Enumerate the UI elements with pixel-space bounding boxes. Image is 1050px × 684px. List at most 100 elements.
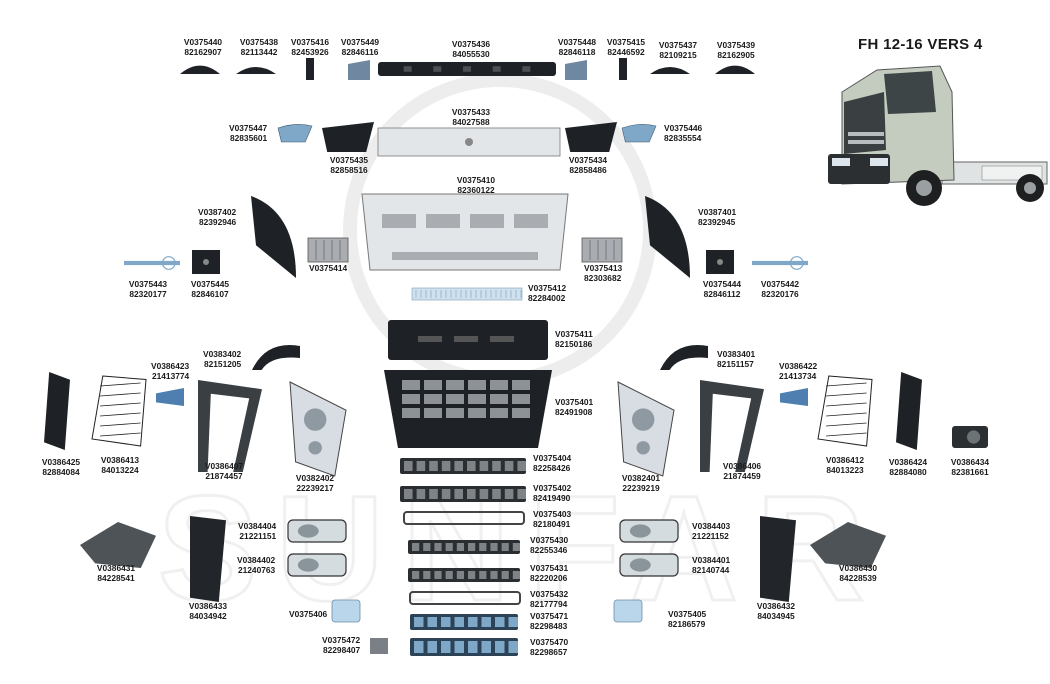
part-oem-number: 84228539 — [839, 572, 877, 583]
hinge-block-icon — [581, 237, 623, 263]
pillar-icon — [896, 372, 922, 450]
part-oem-number: 84228541 — [97, 572, 135, 583]
part-oem-number: 82446592 — [607, 46, 645, 57]
part-code: V0383402 — [203, 349, 242, 359]
part-code: V0386434 — [950, 457, 990, 467]
eyebrow-icon — [660, 345, 708, 370]
part-oem-number: 21240763 — [237, 564, 276, 575]
mount-bracket-icon — [810, 522, 886, 568]
fog-lamp-icon — [619, 519, 679, 543]
part-oem-number: 84034945 — [757, 610, 795, 621]
pillar-icon — [44, 372, 70, 450]
handle-icon — [715, 65, 755, 74]
part-code: V0375446 — [664, 123, 703, 133]
part-code: V0386406 — [722, 461, 762, 471]
diagram-title: FH 12-16 VERS 4 — [858, 36, 983, 53]
wind-deflector-icon — [251, 196, 296, 278]
part-code: V0375434 — [568, 155, 608, 165]
part-code: V0375401 — [555, 397, 594, 407]
part-oem-number: 82298657 — [530, 646, 568, 657]
part-code: V0386422 — [779, 361, 818, 371]
top-panel-icon — [377, 127, 561, 157]
part-oem-number: 82303682 — [584, 272, 622, 283]
part-code: V0386433 — [188, 601, 228, 611]
part-code: V0375406 — [289, 609, 328, 619]
part-oem-number: 82186579 — [668, 618, 706, 629]
part-code: V0375439 — [716, 40, 756, 50]
eyebrow-icon — [252, 345, 300, 370]
blue-grille-icon — [410, 614, 518, 630]
part-code: V0386407 — [204, 461, 244, 471]
part-oem-number: 82151157 — [717, 358, 754, 369]
mount-bracket-icon — [80, 522, 156, 568]
headlamp-icon — [617, 381, 675, 477]
part-oem-number: 82140744 — [692, 564, 730, 575]
part-code: V0375404 — [533, 453, 572, 463]
part-oem-number: 84027588 — [452, 116, 490, 127]
part-oem-number: 82320176 — [761, 288, 799, 299]
part-oem-number: 82162905 — [717, 49, 755, 60]
part-code: V0375440 — [183, 37, 223, 47]
side-lamp-icon — [780, 388, 808, 406]
hinge-rod-icon — [752, 256, 808, 270]
sun-visor-bar-icon — [378, 62, 556, 76]
part-code: V0386431 — [96, 563, 136, 573]
truck-image — [828, 65, 1048, 206]
part-code: V0375436 — [451, 39, 491, 49]
part-oem-number: 82884080 — [889, 466, 927, 477]
part-oem-number: 82846118 — [558, 46, 596, 57]
part-code: V0386413 — [100, 455, 140, 465]
part-code: V0387401 — [698, 207, 737, 217]
part-code: V0375443 — [128, 279, 168, 289]
hinge-bracket-icon — [706, 250, 734, 274]
part-code: V0387402 — [198, 207, 237, 217]
lamp-frame-icon — [198, 380, 262, 472]
part-oem-number: 82835554 — [664, 132, 702, 143]
grille-panel-icon — [361, 193, 569, 271]
part-oem-number: 82381661 — [951, 466, 989, 477]
part-oem-number: 82298483 — [530, 620, 568, 631]
part-oem-number: 21874459 — [723, 470, 761, 481]
part-oem-number: 82320177 — [129, 288, 167, 299]
part-code: V0375413 — [584, 263, 623, 273]
part-oem-number: 82258426 — [533, 462, 571, 473]
fog-lamp-icon — [287, 553, 347, 577]
part-oem-number: 84013224 — [101, 464, 139, 475]
part-code: V0386430 — [838, 563, 878, 573]
grille-strip-icon — [400, 486, 526, 502]
corner-cover-icon — [348, 60, 370, 80]
part-oem-number: 82220206 — [530, 572, 568, 583]
part-oem-number: 82835601 — [229, 132, 268, 143]
part-label: V0375414 — [309, 263, 347, 274]
hinge-bracket-icon — [192, 250, 220, 274]
part-oem-number: 22239219 — [622, 482, 660, 493]
part-oem-number: 82284002 — [528, 292, 566, 303]
part-code: V0375449 — [340, 37, 380, 47]
part-oem-number: 82846107 — [191, 288, 229, 299]
part-oem-number: 82858486 — [569, 164, 607, 175]
lamp-frame-icon — [700, 380, 764, 472]
